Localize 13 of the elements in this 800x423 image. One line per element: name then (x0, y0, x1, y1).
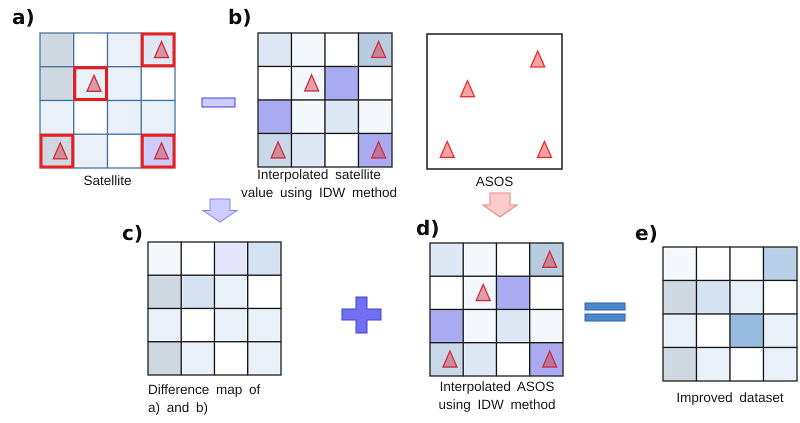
panel-label: e) (635, 222, 658, 244)
panel-caption: ASOS (474, 173, 514, 191)
panel-caption: Interpolated satellite value using IDW method (240, 166, 398, 202)
panel-label: d) (416, 217, 440, 239)
panel-caption: Difference map of a) and b) (148, 381, 262, 417)
block-arrow (481, 192, 519, 218)
panel-caption: Satellite (82, 172, 133, 190)
panel-caption: Improved dataset (675, 389, 785, 407)
panel-label: c) (122, 222, 143, 244)
panel-caption: Interpolated ASOS using IDW method (437, 378, 557, 414)
panel-label: a) (12, 6, 35, 28)
panel-label: b) (228, 6, 252, 28)
block-arrow (201, 198, 239, 223)
